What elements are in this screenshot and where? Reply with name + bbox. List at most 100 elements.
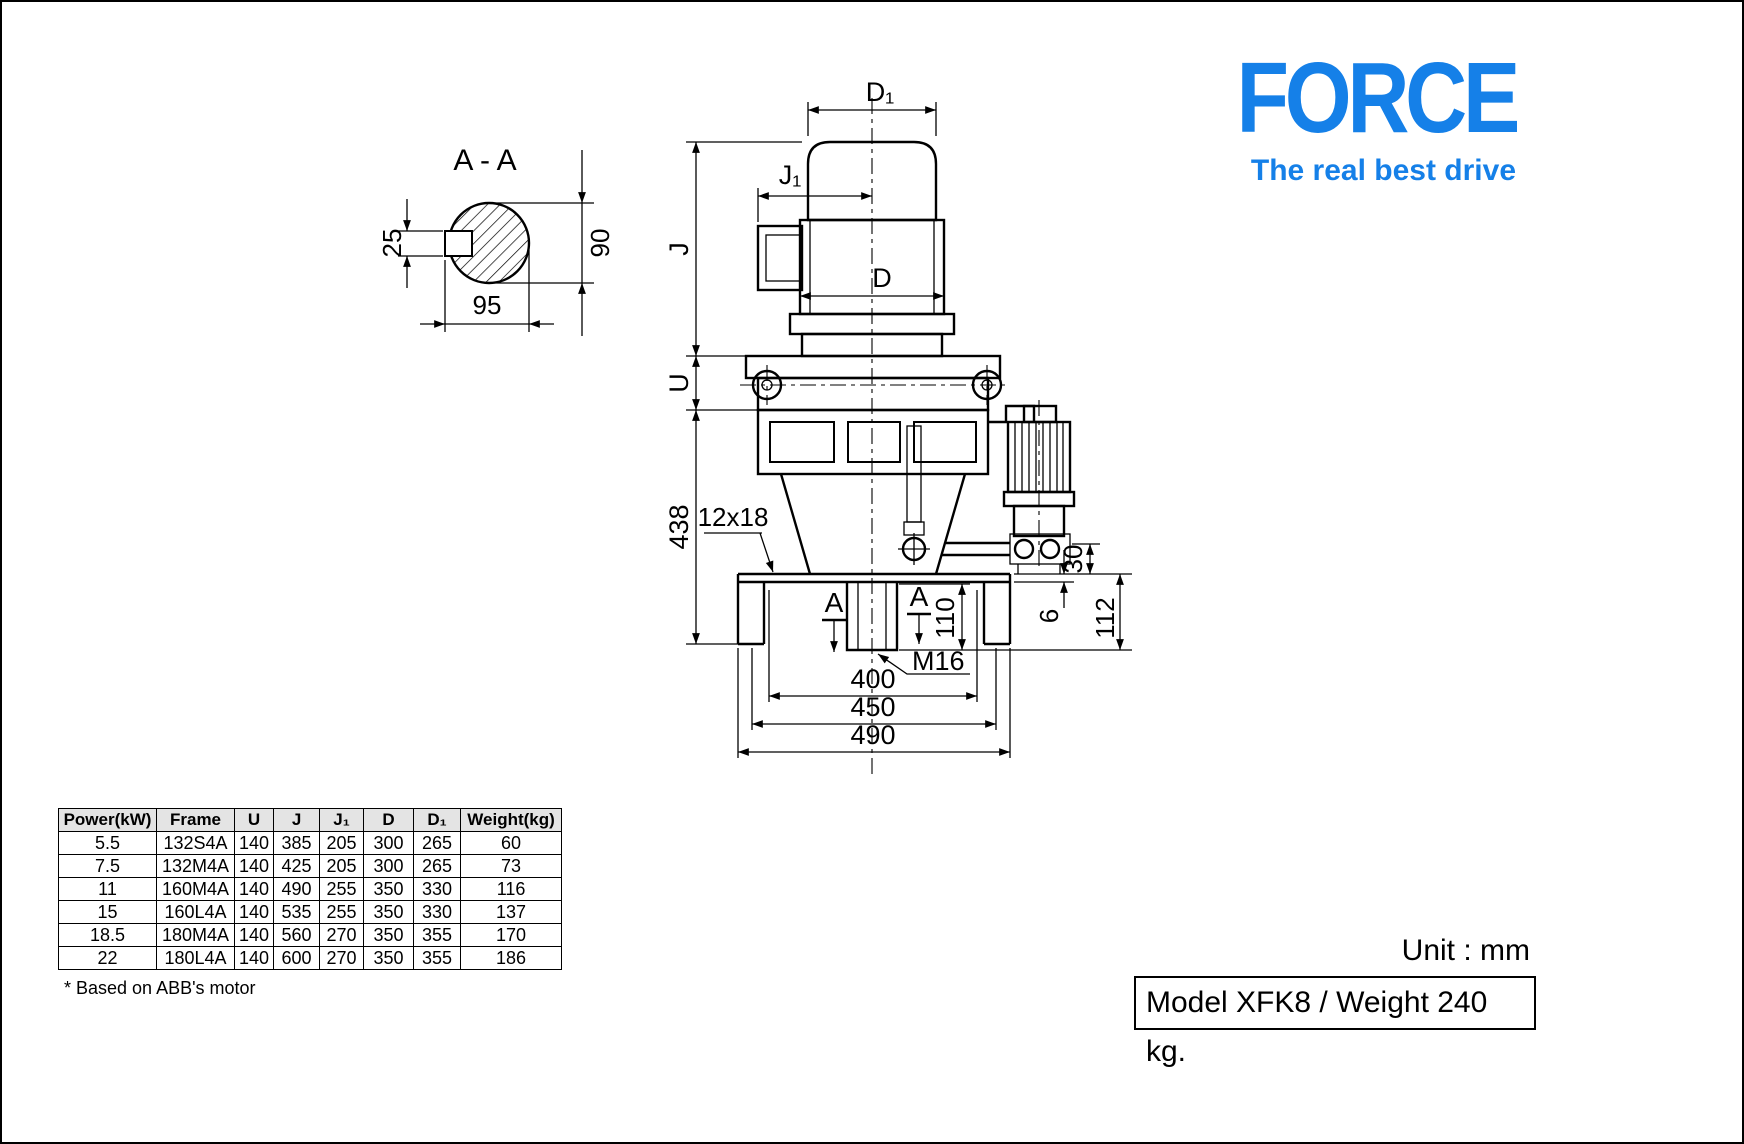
dim-label-90: 90 xyxy=(585,229,615,258)
terminal-box xyxy=(756,224,804,292)
table-cell: 180M4A xyxy=(156,923,235,947)
table-cell: 11 xyxy=(58,877,157,901)
table-cell: 385 xyxy=(273,831,321,855)
table-cell: 255 xyxy=(319,900,365,924)
table-cell: 137 xyxy=(460,900,563,924)
model-box: Model XFK8 / Weight 240 kg. xyxy=(1134,976,1536,1068)
dim-j1-lines xyxy=(757,188,872,222)
dim-label-6: 6 xyxy=(1034,609,1064,623)
table-cell: 560 xyxy=(273,923,321,947)
table-cell: 160L4A xyxy=(156,900,235,924)
table-cell: 140 xyxy=(233,877,275,901)
table-cell: 425 xyxy=(273,854,321,878)
slot-callout: 12x18 xyxy=(698,502,774,573)
table-cell: 330 xyxy=(413,877,462,901)
table-cell: 15 xyxy=(58,900,157,924)
model-text: Model XFK8 / Weight 240 kg. xyxy=(1146,986,1488,1068)
table-cell: 7.5 xyxy=(58,854,157,878)
dim-95-lines xyxy=(420,250,554,332)
table-cell: 270 xyxy=(319,946,365,970)
dim-110-lines xyxy=(899,583,970,650)
table-cell: 5.5 xyxy=(58,831,157,855)
table-cell: 490 xyxy=(273,877,321,901)
force-logo-title: FORCE xyxy=(1236,42,1521,154)
section-title: A - A xyxy=(453,144,516,177)
table-cell: 180L4A xyxy=(156,946,235,970)
column-header-weight-kg-: Weight(kg) xyxy=(460,808,563,832)
dim-label-j1: J₁ xyxy=(779,160,802,190)
table-cell: 73 xyxy=(460,854,563,878)
dim-label-400: 400 xyxy=(850,664,895,694)
oil-gauge xyxy=(898,425,930,565)
column-header-power-kw-: Power(kW) xyxy=(58,808,157,832)
dim-label-d: D xyxy=(872,263,892,293)
table-cell: 60 xyxy=(460,831,563,855)
dim-label-112: 112 xyxy=(1090,597,1120,638)
table-cell: 355 xyxy=(413,923,462,947)
table-cell: 186 xyxy=(460,946,563,970)
table-cell: 535 xyxy=(273,900,321,924)
table-cell: 350 xyxy=(363,900,415,924)
table-cell: 300 xyxy=(363,831,415,855)
force-logo: FORCE The real best drive xyxy=(1191,42,1521,188)
table-footnote: * Based on ABB's motor xyxy=(64,978,256,998)
table-cell: 265 xyxy=(413,854,462,878)
table-cell: 140 xyxy=(233,946,275,970)
output-shaft xyxy=(845,582,899,652)
dim-label-d1: D₁ xyxy=(866,77,895,107)
column-header-d: D xyxy=(363,808,415,832)
dim-right-lines xyxy=(899,543,1132,651)
column-header-d-: D₁ xyxy=(413,808,462,832)
dim-d1-lines xyxy=(807,102,937,136)
dim-label-110: 110 xyxy=(930,597,960,638)
section-markers: A A xyxy=(822,581,931,652)
table-cell: 116 xyxy=(460,877,563,901)
dim-label-j: J xyxy=(664,242,694,256)
dim-25-lines xyxy=(398,199,443,288)
dim-label-95: 95 xyxy=(473,290,502,320)
table-cell: 300 xyxy=(363,854,415,878)
thread-label: M16 xyxy=(912,646,965,676)
column-header-frame: Frame xyxy=(156,808,235,832)
section-marker-a-left: A xyxy=(825,587,844,618)
table-cell: 132M4A xyxy=(156,854,235,878)
table-cell: 255 xyxy=(319,877,365,901)
section-marker-a-right: A xyxy=(910,581,929,612)
dim-left-lines xyxy=(686,141,802,645)
table-cell: 132S4A xyxy=(156,831,235,855)
table-cell: 140 xyxy=(233,854,275,878)
table-cell: 170 xyxy=(460,923,563,947)
table-cell: 22 xyxy=(58,946,157,970)
column-header-j: J xyxy=(273,808,321,832)
table-cell: 350 xyxy=(363,946,415,970)
dim-90-lines xyxy=(494,150,594,336)
dim-label-30: 30 xyxy=(1058,545,1088,574)
table-cell: 330 xyxy=(413,900,462,924)
force-logo-tagline: The real best drive xyxy=(1250,154,1516,187)
oil-pump xyxy=(942,404,1076,574)
flange-bolts xyxy=(751,369,1003,401)
table-cell: 160M4A xyxy=(156,877,235,901)
gearbox-housing xyxy=(756,408,990,575)
table-cell: 350 xyxy=(363,877,415,901)
table-cell: 205 xyxy=(319,831,365,855)
dim-label-25: 25 xyxy=(377,229,407,258)
main-view: D₁ J₁ D J U 438 xyxy=(664,77,1132,774)
column-header-j-: J₁ xyxy=(319,808,365,832)
table-cell: 600 xyxy=(273,946,321,970)
table-cell: 355 xyxy=(413,946,462,970)
column-header-u: U xyxy=(233,808,275,832)
table-cell: 265 xyxy=(413,831,462,855)
dim-label-490: 490 xyxy=(850,720,895,750)
